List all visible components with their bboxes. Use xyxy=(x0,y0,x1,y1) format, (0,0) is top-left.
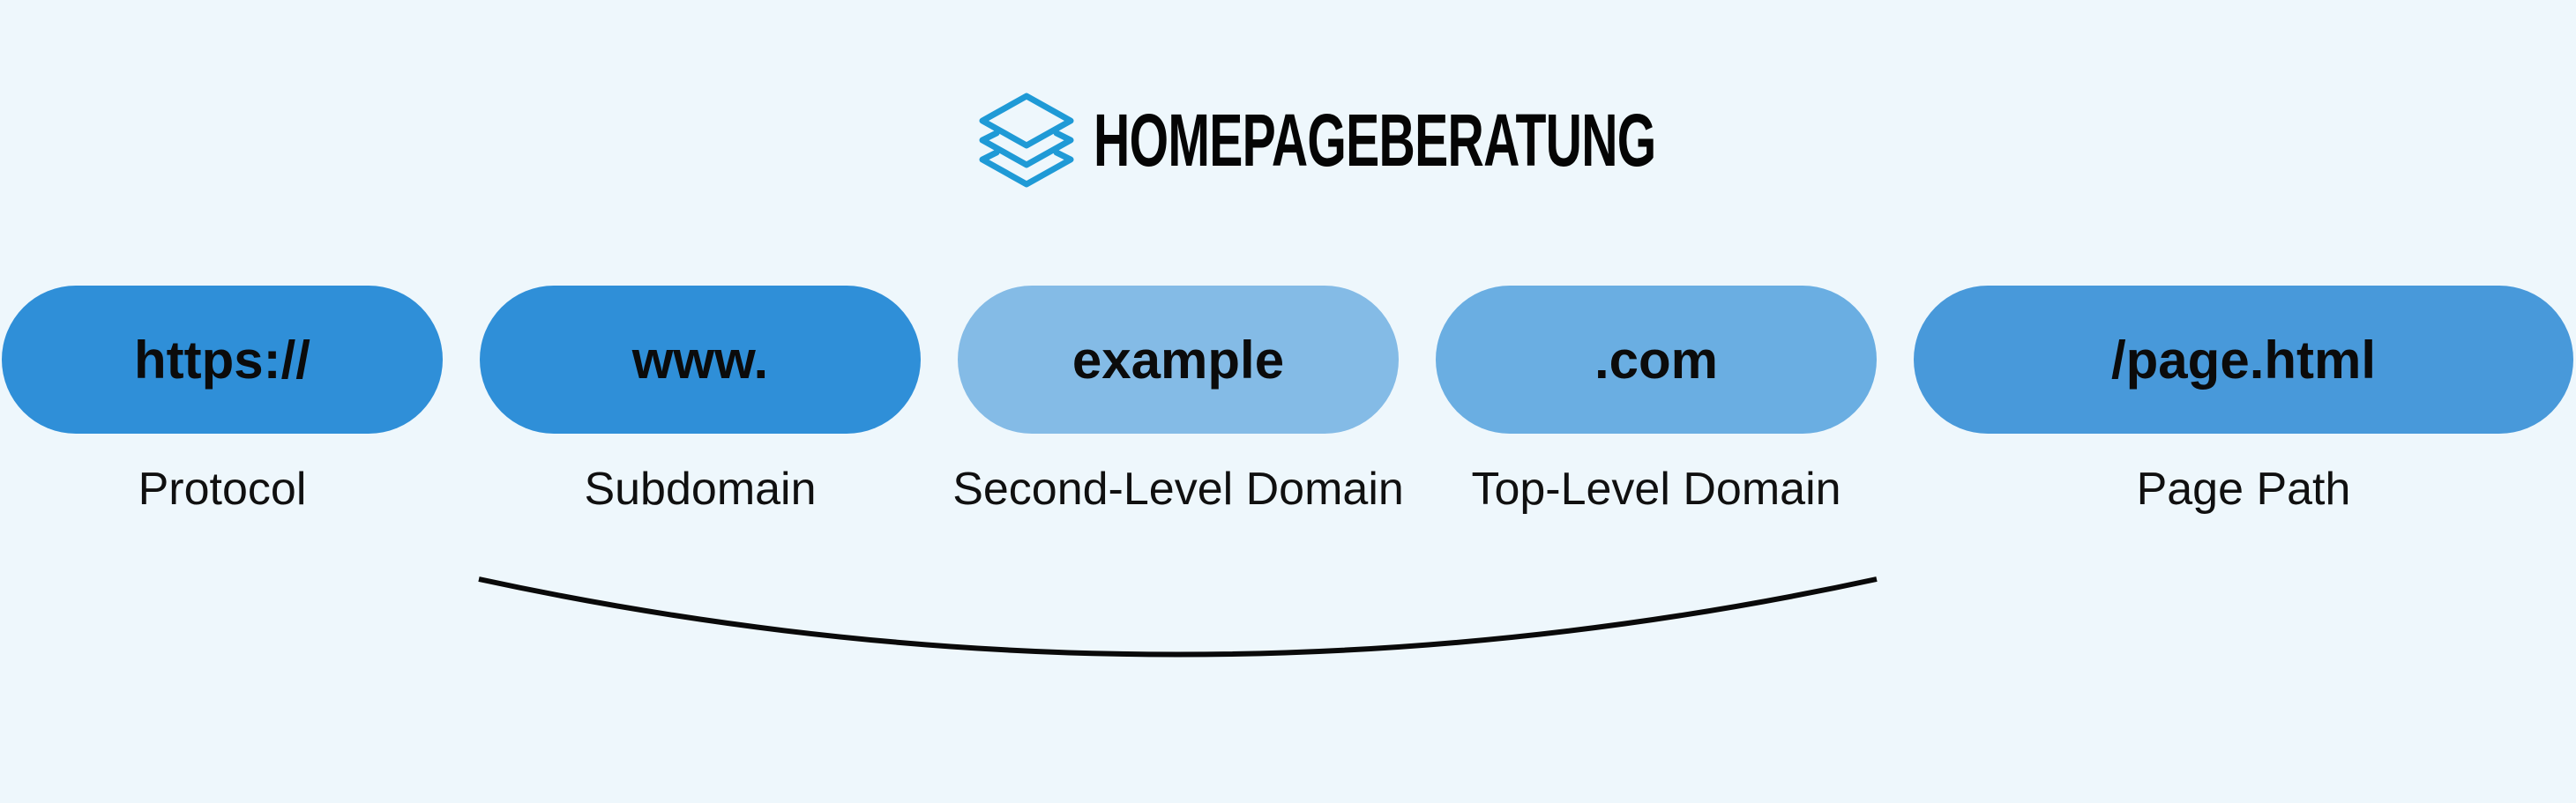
label-second-level-domain: Second-Level Domain xyxy=(952,464,1404,515)
url-segment-top-level-domain: .com xyxy=(1436,286,1877,434)
url-segment-protocol: https:// xyxy=(2,286,443,434)
label-protocol: Protocol xyxy=(138,464,307,515)
url-segment-subdomain: www. xyxy=(480,286,921,434)
stacked-layers-icon xyxy=(979,93,1074,188)
label-subdomain: Subdomain xyxy=(584,464,817,515)
brand-logo: HOMEPAGEBERATUNG xyxy=(975,88,1921,192)
label-top-level-domain: Top-Level Domain xyxy=(1471,464,1841,515)
brand-name: HOMEPAGEBERATUNG xyxy=(1094,99,1656,182)
label-page-path: Page Path xyxy=(2136,464,2351,515)
url-segment-page-path: /page.html xyxy=(1914,286,2573,434)
url-segment-second-level-domain: example xyxy=(958,286,1399,434)
